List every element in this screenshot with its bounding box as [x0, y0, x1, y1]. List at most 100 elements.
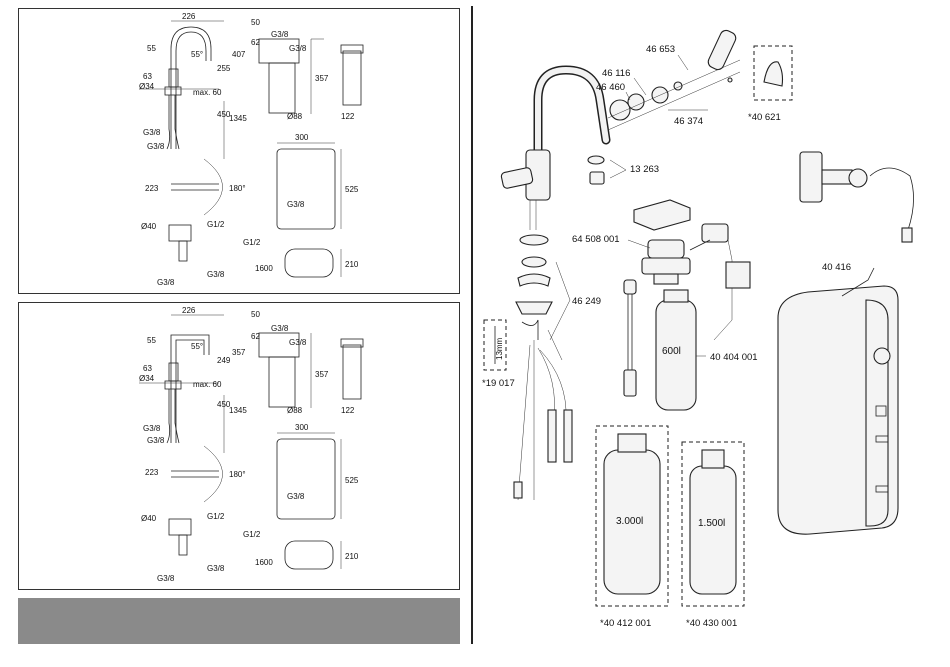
dim-d88: Ø88 — [287, 406, 303, 415]
boiler-dimensions: 300 525 G3/8 G1/2 — [243, 133, 359, 247]
dim-450: 450 — [217, 400, 231, 409]
faucet-rotation-view: 223 180° — [145, 158, 246, 216]
part-40412: *40 412 001 — [600, 618, 651, 629]
page-divider — [471, 6, 473, 644]
part-46116: 46 116 — [602, 68, 630, 79]
dim-g38-f: G3/8 — [207, 564, 225, 573]
part-46249: 46 249 — [572, 296, 601, 307]
dim-357: 357 — [315, 74, 329, 83]
dim-d40: Ø40 — [141, 514, 157, 523]
dim-226: 226 — [182, 12, 196, 21]
dim-223: 223 — [145, 184, 159, 193]
dim-223: 223 — [145, 468, 159, 477]
faucet-rotation-view: 223 180° — [145, 445, 246, 503]
faucet-side-view — [139, 26, 225, 159]
dim-g38-c: G3/8 — [271, 30, 289, 39]
filter-cartridge-3000: 3.000l *40 412 001 — [595, 425, 669, 629]
filter-cartridge-side: 122 — [340, 338, 364, 415]
part-46460: 46 460 — [596, 82, 625, 93]
dim-g38-a: G3/8 — [143, 128, 161, 137]
dim-300: 300 — [295, 133, 309, 142]
dim-1345: 1345 — [229, 114, 247, 123]
dim-1600: 1600 — [255, 264, 273, 273]
dim-max60: max. 60 — [193, 380, 222, 389]
dim-1345: 1345 — [229, 406, 247, 415]
valve-dimensions: Ø40 G1/2 G3/8 G3/8 — [141, 512, 225, 583]
part-40416: 40 416 — [822, 262, 851, 273]
dim-357-a: 357 — [232, 348, 246, 357]
dim-210: 210 — [345, 260, 359, 269]
mounting-set: 46 249 — [513, 234, 601, 501]
filter-cartridge-600: 600l 40 404 001 — [655, 289, 758, 411]
dim-g38-b: G3/8 — [147, 436, 165, 445]
dim-407: 407 — [232, 50, 246, 59]
dim-g38-f: G3/8 — [207, 270, 225, 279]
dim-g38-e: G3/8 — [287, 200, 305, 209]
dimension-drawing-bottom: 226 55 55° 357 249 63 Ø34 max. 60 450 13… — [139, 306, 364, 583]
dim-63: 63 — [143, 364, 152, 373]
filter-head-view: 50 62 G3/8 G3/8 357 Ø88 — [251, 18, 329, 121]
part-46653: 46 653 — [646, 44, 675, 55]
faucet-side-view — [139, 334, 225, 453]
dim-525: 525 — [345, 476, 359, 485]
part-40430: *40 430 001 — [686, 618, 737, 629]
dim-122: 122 — [341, 406, 355, 415]
dim-g12-b: G1/2 — [207, 220, 225, 229]
dim-450: 450 — [217, 110, 231, 119]
dim-255: 255 — [217, 64, 231, 73]
dim-226: 226 — [182, 306, 196, 315]
filter-head-assembly: 64 508 001 — [572, 199, 751, 341]
filter-cartridge-side: 122 — [340, 44, 364, 121]
dim-1600: 1600 — [255, 558, 273, 567]
valve-assembly — [799, 151, 914, 243]
dim-63: 63 — [143, 72, 152, 81]
filter-hose — [623, 279, 637, 397]
dimension-drawing-top: 226 55 55° 407 255 63 Ø34 max. 60 450 13… — [139, 12, 364, 287]
faucet-dimensions: 226 55 55° 407 255 63 Ø34 max. 60 450 13… — [139, 12, 247, 151]
dim-300: 300 — [295, 423, 309, 432]
dim-55-degree: 55° — [191, 50, 203, 59]
dim-g38-a: G3/8 — [143, 424, 161, 433]
faucet-dimensions: 226 55 55° 357 249 63 Ø34 max. 60 450 13… — [139, 306, 247, 445]
dim-180-degree: 180° — [229, 184, 246, 193]
part-46374: 46 374 — [674, 116, 703, 127]
filter-head-view: 50 62 G3/8 G3/8 357 Ø88 — [251, 310, 329, 415]
dim-50: 50 — [251, 18, 260, 27]
dim-g12-b: G1/2 — [207, 512, 225, 521]
valve-dimensions: Ø40 G1/2 G3/8 G3/8 — [141, 220, 225, 287]
part-13263: 13 263 — [630, 164, 659, 175]
chiller-dimensions: 1600 210 — [255, 248, 359, 278]
dim-180-degree: 180° — [229, 470, 246, 479]
dim-62: 62 — [251, 332, 260, 341]
dim-g12-a: G1/2 — [243, 238, 261, 247]
dim-210: 210 — [345, 552, 359, 561]
boiler-unit: 40 416 — [777, 262, 899, 535]
dim-357-b: 357 — [315, 370, 329, 379]
dim-g38-c: G3/8 — [271, 324, 289, 333]
part-40404: 40 404 001 — [710, 352, 758, 363]
dimension-panel-top: 226 55 55° 407 255 63 Ø34 max. 60 450 13… — [18, 8, 460, 294]
dim-55-degree: 55° — [191, 342, 203, 351]
part-19017-box: 13mm *19 017 — [482, 319, 515, 389]
part-40621: *40 621 — [748, 112, 781, 123]
dim-g12-a: G1/2 — [243, 530, 261, 539]
cap-3000: 3.000l — [616, 516, 643, 527]
chiller-dimensions: 1600 210 — [255, 540, 359, 570]
dim-g38-g: G3/8 — [157, 574, 175, 583]
aerator-parts: 13 263 — [587, 155, 659, 185]
dim-d34: Ø34 — [139, 374, 155, 383]
cap-1500: 1.500l — [698, 518, 725, 529]
dim-d88: Ø88 — [287, 112, 303, 121]
dim-g38-e: G3/8 — [287, 492, 305, 501]
exploded-parts-view: 46 653 46 116 46 460 46 374 *40 621 13 2… — [482, 29, 914, 629]
cap-600: 600l — [662, 346, 681, 357]
dim-50: 50 — [251, 310, 260, 319]
grey-footer-bar — [18, 598, 460, 644]
dim-d40: Ø40 — [141, 222, 157, 231]
dim-249: 249 — [217, 356, 231, 365]
dim-max60: max. 60 — [193, 88, 222, 97]
dim-g38-d: G3/8 — [289, 44, 307, 53]
part-64508: 64 508 001 — [572, 234, 620, 245]
dim-55: 55 — [147, 44, 156, 53]
faucet-body — [500, 65, 611, 230]
